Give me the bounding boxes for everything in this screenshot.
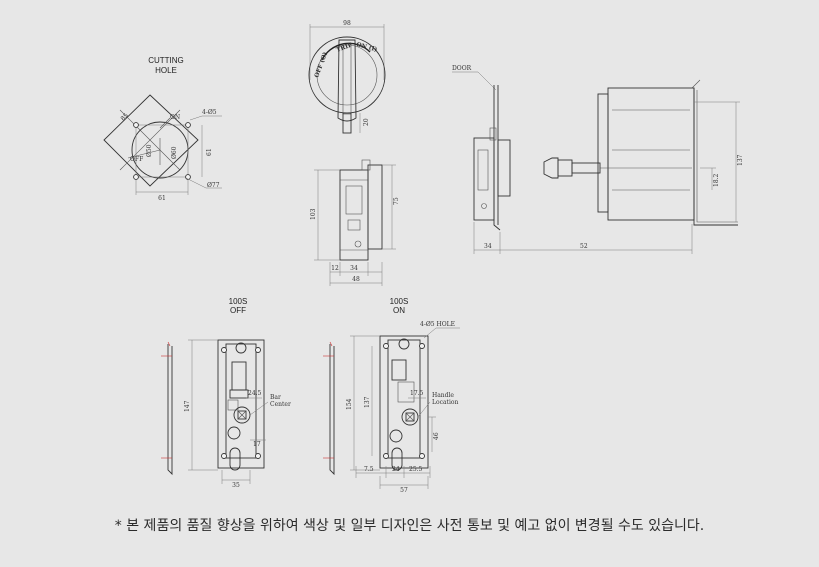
hole-off-label: OFF — [130, 156, 143, 163]
dial-handle — [337, 39, 357, 122]
dial-off-label: OFF (O) — [313, 51, 329, 79]
assembly-handle-body — [473, 137, 495, 221]
side-cover — [367, 164, 383, 250]
hole-square — [135, 124, 189, 178]
dim-on-17: 17.5 — [410, 390, 424, 397]
on-title-2: ON — [393, 306, 405, 315]
cutting-hole-title-2: HOLE — [155, 66, 177, 75]
dim-right-52: 52 — [580, 243, 588, 250]
shaft-tip — [543, 157, 559, 179]
side-screw — [354, 240, 362, 248]
dim-off-17: 17 — [253, 441, 261, 448]
dim-right-34: 34 — [484, 243, 492, 250]
dim-off-147: 147 — [184, 400, 191, 412]
on-hole-leader — [423, 327, 437, 339]
panel-wall — [693, 88, 738, 226]
dim-on-154: 154 — [346, 398, 353, 410]
dim-side-48: 48 — [352, 276, 360, 283]
assembly-cover — [497, 139, 511, 197]
on-title-1: 100S — [390, 297, 409, 306]
dial-front-view: 98 OFF (O) TRIP ON (I) 20 — [308, 20, 386, 134]
hole-diamond — [103, 94, 199, 187]
off-title-1: 100S — [229, 297, 248, 306]
dial-handle-slot — [342, 43, 352, 115]
breaker-body — [607, 87, 695, 221]
dial-on-label: ON (I) — [355, 41, 378, 53]
off-bar-leader — [249, 401, 269, 416]
door-label: DOOR — [452, 65, 472, 72]
dim-on-24: 24 — [392, 466, 400, 473]
dim-on-255: 25.5 — [409, 466, 423, 473]
dim-hole-077: Ø77 — [207, 182, 220, 189]
dial-inner-ring — [316, 44, 378, 106]
dim-hole-4-d5: 4-Ø5 — [202, 109, 217, 116]
dim-side-12: 12 — [331, 265, 339, 272]
side-top-tab — [361, 159, 371, 171]
door-leader — [477, 71, 497, 91]
hole-on-arrow — [159, 117, 171, 129]
on-view: 100S ON 4-Ø5 HOLE 154 137 17.5 Handle — [323, 297, 460, 494]
hole-bolt-4 — [185, 174, 191, 180]
dim-hole-85: 85 — [119, 112, 129, 122]
off-bar-label-1: Bar — [270, 394, 281, 401]
on-side-plate — [329, 344, 335, 476]
on-handle-label-1: Handle — [432, 392, 454, 399]
dial-shaft — [342, 112, 352, 134]
off-title-2: OFF — [230, 306, 246, 315]
on-hole-spec: 4-Ø5 HOLE — [420, 321, 455, 328]
side-slot — [347, 219, 361, 231]
door-panel-left — [493, 85, 501, 231]
breaker-flange — [597, 93, 609, 213]
dim-off-24: 24.5 — [248, 390, 262, 397]
off-side-plate — [167, 344, 173, 476]
hole-bolt-3 — [133, 174, 139, 180]
footnote: * 본 제품의 품질 향상을 위하여 색상 및 일부 디자인은 사전 통보 및 … — [114, 518, 705, 534]
dim-right-18: 18.2 — [713, 173, 720, 187]
on-handle-leader — [417, 401, 431, 418]
dim-side-75: 75 — [393, 197, 400, 205]
dim-on-57: 57 — [400, 487, 408, 494]
assembly-view: DOOR 34 52 137 18.2 — [452, 65, 744, 254]
side-window — [345, 185, 363, 215]
hole-bolt-2 — [185, 122, 191, 128]
off-bar-label-2: Center — [270, 401, 291, 408]
leader-077 — [185, 177, 207, 189]
dim-dial-20: 20 — [363, 118, 370, 126]
side-body — [339, 169, 369, 261]
dim-side-103: 103 — [310, 208, 317, 220]
dim-on-75: 7.5 — [364, 466, 374, 473]
on-handle-label-2: Location — [432, 399, 458, 406]
dim-right-137: 137 — [737, 154, 744, 166]
dial-arc — [321, 42, 371, 61]
hole-diagonal-2 — [119, 109, 181, 171]
cutting-hole-view: CUTTING HOLE ON OFF 85 4-Ø5 61 61 Ø50 Ø6… — [103, 56, 222, 202]
dim-on-46: 46 — [433, 432, 440, 440]
dim-hole-r2: Ø60 — [171, 146, 178, 159]
leader-4-d5 — [189, 115, 203, 121]
shaft-collar — [557, 159, 573, 177]
dim-hole-r1: Ø50 — [146, 144, 153, 157]
dim-hole-61-bottom: 61 — [158, 195, 166, 202]
dim-off-35: 35 — [232, 482, 240, 489]
off-plate — [217, 339, 265, 469]
hole-off-arrow — [127, 149, 161, 159]
side-view: 103 75 12 34 48 — [310, 159, 400, 286]
hole-bolt-1 — [133, 122, 139, 128]
dim-hole-61-right: 61 — [206, 148, 213, 156]
dim-on-137: 137 — [364, 396, 371, 408]
dim-dial-98: 98 — [343, 20, 351, 27]
dim-side-34: 34 — [350, 265, 358, 272]
cutting-hole-title-1: CUTTING — [148, 56, 184, 65]
shaft — [571, 162, 601, 174]
off-view: 100S OFF 147 24.5 Bar Center 17 — [161, 297, 291, 489]
hole-on-label: ON — [170, 114, 180, 121]
